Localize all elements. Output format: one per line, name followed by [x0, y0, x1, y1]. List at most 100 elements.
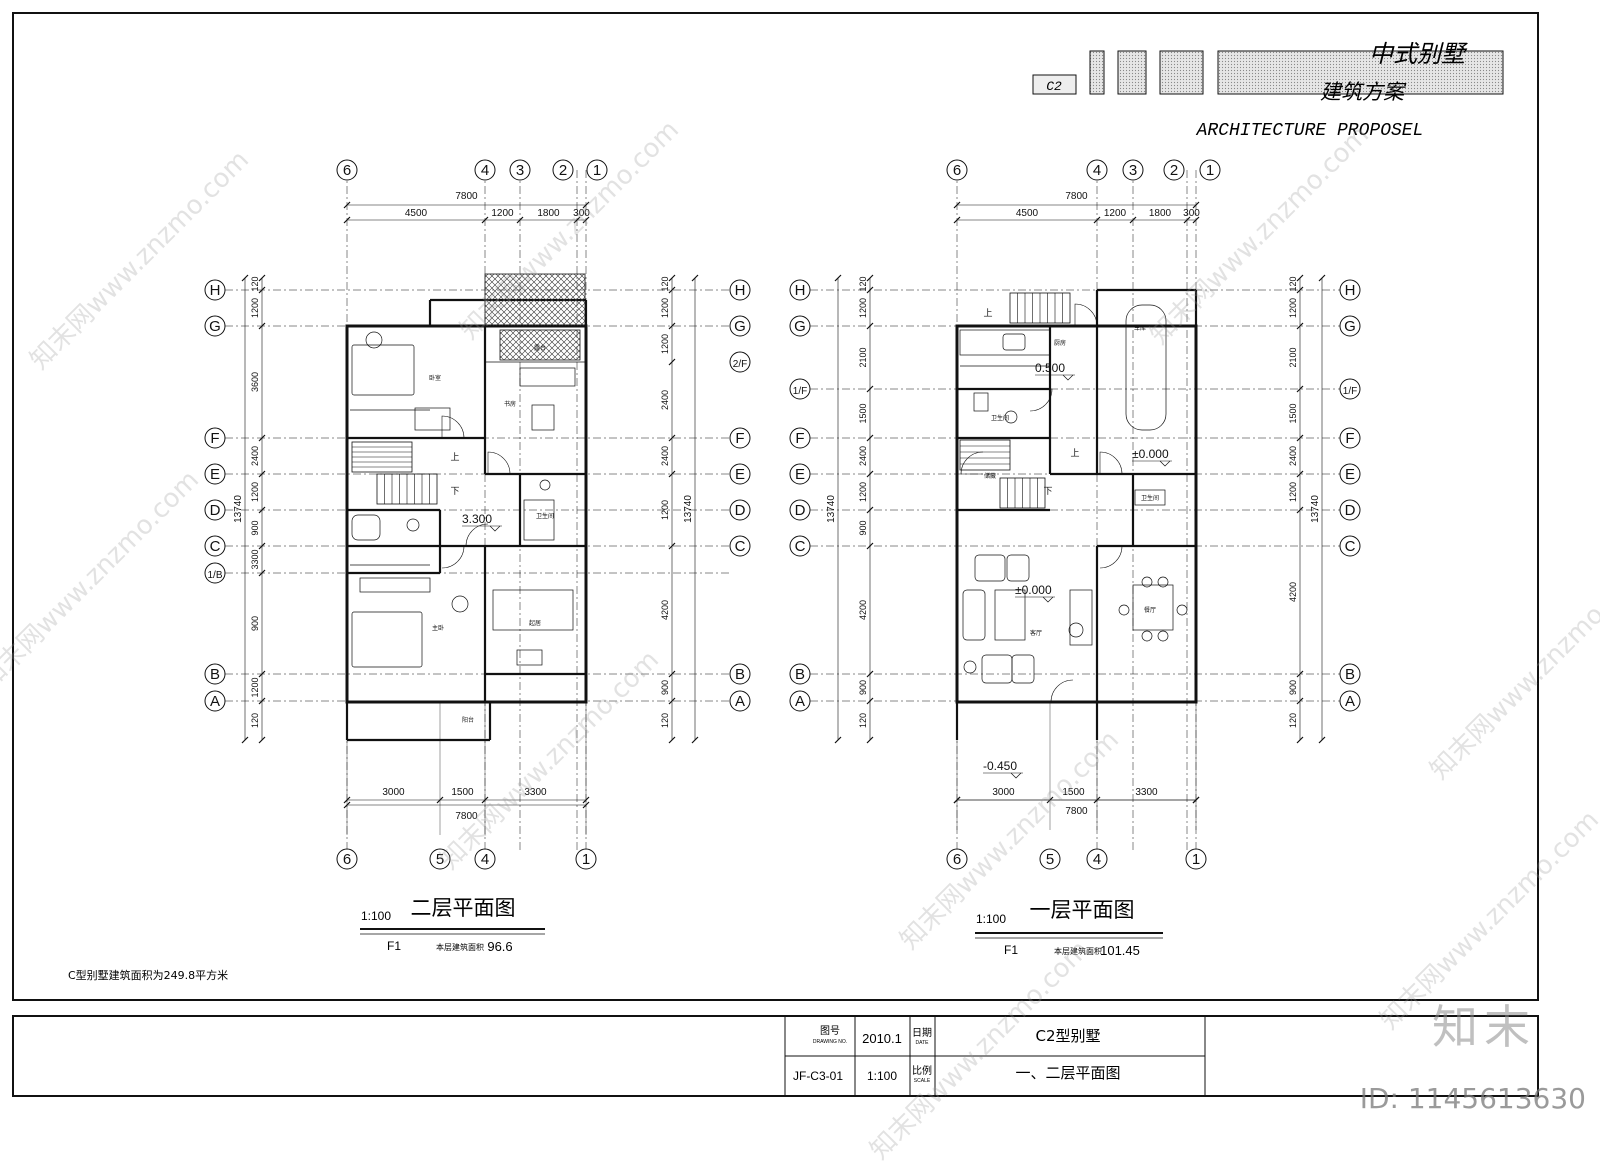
axis-bubble-left-label: 1/B: [207, 570, 222, 581]
dim-tick: [953, 216, 961, 224]
dim-top-segment: 1200: [491, 208, 514, 219]
dim-tick: [866, 697, 874, 705]
dim-right-segment: 1200: [1288, 298, 1298, 318]
dim-tick: [1296, 385, 1304, 393]
axis-bubble-left-circle: [789, 690, 811, 712]
dim-tick: [1296, 736, 1304, 744]
second-floor-area-label: 本层建筑面积: [436, 942, 484, 952]
fixture: [1004, 410, 1018, 424]
fixture: [1141, 576, 1153, 588]
furniture: [1125, 304, 1167, 431]
axis-bubble-top-circle: [1122, 159, 1144, 181]
drawing-sheet: C2 中式别墅 建筑方案 ARCHITECTURE PROPOSEL 卧室书房露…: [12, 12, 1539, 1097]
dim-tick: [691, 274, 699, 282]
axis-bubble-left-label: H: [795, 282, 806, 299]
axis-bubble-left-circle: [204, 663, 226, 685]
dim-right-segment: 1500: [1288, 403, 1298, 423]
room-label: 客厅: [1030, 629, 1042, 637]
dim-left-segment: 4200: [858, 600, 868, 620]
dim-bottom-total: 7800: [455, 811, 478, 822]
dim-right-segment: 4200: [1288, 582, 1298, 602]
axis-bubble-right-label: H: [1345, 282, 1356, 299]
dim-tick: [866, 274, 874, 282]
axis-bubble-top-label: 4: [1093, 162, 1101, 179]
hatched-area: [499, 329, 581, 361]
axis-bubble-bottom-label: 1: [582, 851, 590, 868]
dim-top-segment: 1800: [1149, 208, 1172, 219]
furniture: [1134, 489, 1166, 506]
fixture: [1157, 576, 1169, 588]
second-floor-stamp: F1: [387, 939, 401, 953]
fixture: [1176, 604, 1188, 616]
header-bar-4: [1217, 50, 1504, 95]
axis-bubble-top-circle: [1086, 159, 1108, 181]
axis-bubble-left-circle: [204, 463, 226, 485]
axis-bubble-left-circle: [204, 315, 226, 337]
axis-bubble-top-label: 4: [481, 162, 489, 179]
axis-bubble-left-label: D: [795, 502, 806, 519]
room-label: 卧室: [429, 374, 441, 382]
axis-bubble-top-label: 6: [343, 162, 351, 179]
first-floor-area-value: 101.45: [1100, 943, 1140, 958]
axis-bubble-right-circle: [729, 315, 751, 337]
axis-bubble-left-circle: [789, 378, 811, 400]
dim-tick: [343, 201, 351, 209]
dim-left-segment: 1200: [858, 298, 868, 318]
axis-bubble-right-circle: [729, 351, 751, 373]
dim-left-segment: 900: [250, 520, 260, 535]
dim-left-segment: 3600: [250, 372, 260, 392]
axis-bubble-bottom-circle: [1086, 848, 1108, 870]
dim-left-total: 13740: [826, 495, 837, 523]
axis-bubble-right-circle: [729, 663, 751, 685]
dim-right-segment: 120: [1288, 713, 1298, 728]
dim-tick: [258, 434, 266, 442]
dim-tick: [1296, 322, 1304, 330]
stair-direction: 上: [450, 452, 459, 463]
fixture: [963, 660, 977, 674]
axis-bubble-left-circle: [204, 535, 226, 557]
dim-right-segment: 4200: [660, 600, 670, 620]
fixture: [1157, 630, 1169, 642]
dim-tick: [834, 274, 842, 282]
axis-bubble-left-circle: [789, 463, 811, 485]
axis-bubble-top-circle: [586, 159, 608, 181]
room-label: 卫生间: [1141, 494, 1159, 502]
axis-bubble-left-label: G: [209, 318, 221, 335]
room-label: 书房: [504, 400, 516, 408]
level-mark: ±0.000: [1015, 583, 1052, 597]
axis-bubble-bottom-circle: [575, 848, 597, 870]
dim-tick: [1318, 736, 1326, 744]
axis-bubble-right-label: H: [735, 282, 746, 299]
dim-right-segment: 120: [1288, 276, 1298, 291]
dim-left-segment: 120: [250, 713, 260, 728]
dim-left-total: 13740: [233, 495, 244, 523]
dim-top-segment: 300: [1183, 208, 1200, 219]
furniture: [492, 589, 574, 631]
axis-bubble-bottom-circle: [429, 848, 451, 870]
axis-bubble-left-label: 1/F: [793, 386, 807, 397]
room-label: 起居: [529, 619, 541, 627]
drawing-no-label: 图号: [820, 1025, 840, 1037]
project-name: C2型别墅: [1035, 1027, 1100, 1045]
axis-bubble-right-circle: [1339, 463, 1361, 485]
dim-top-segment: 1200: [1104, 208, 1127, 219]
level-mark: -0.450: [983, 759, 1017, 773]
dim-tick: [1296, 274, 1304, 282]
dim-tick: [1192, 201, 1200, 209]
axis-bubble-left-label: D: [210, 502, 221, 519]
dim-right-segment: 2100: [1288, 347, 1298, 367]
titleblock-border: [12, 1015, 1539, 1097]
axis-bubble-left-circle: [204, 690, 226, 712]
dim-tick: [1129, 216, 1137, 224]
furniture: [1132, 584, 1174, 631]
dim-bottom-total: 7800: [1065, 806, 1088, 817]
second-floor-scale: 1:100: [361, 909, 391, 923]
room-label: 车库: [1134, 324, 1146, 332]
dim-tick: [866, 434, 874, 442]
first-floor-scale: 1:100: [976, 912, 1006, 926]
stair: [959, 439, 1011, 471]
axis-bubble-left-label: E: [795, 466, 805, 483]
furniture: [359, 577, 431, 593]
header: C2 中式别墅 建筑方案 ARCHITECTURE PROPOSEL: [1032, 40, 1504, 141]
